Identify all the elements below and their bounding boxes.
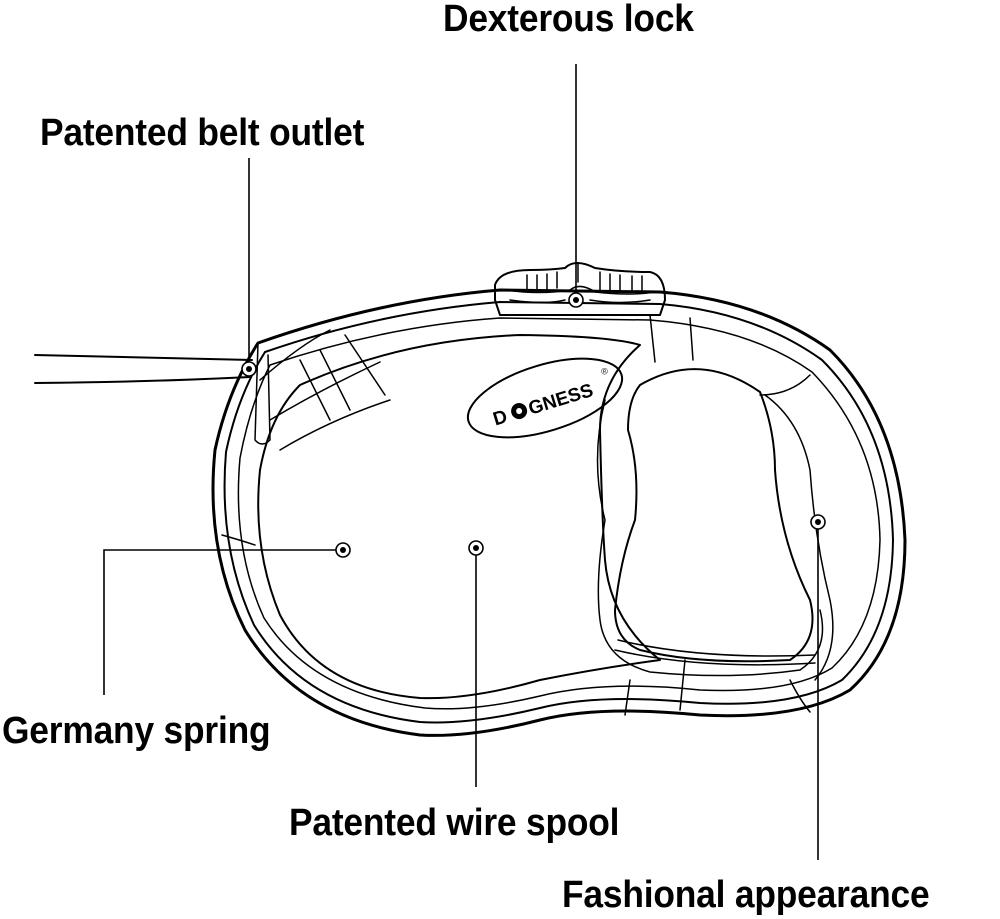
label-patented-belt-outlet: Patented belt outlet bbox=[40, 112, 365, 154]
leash-body bbox=[211, 288, 907, 737]
callout-patented-wire-spool bbox=[468, 540, 484, 787]
registered-mark: ® bbox=[600, 365, 610, 377]
lock-button bbox=[494, 262, 666, 316]
callout-dexterous-lock bbox=[568, 64, 584, 308]
callout-patented-belt-outlet bbox=[241, 158, 257, 377]
leash-handle bbox=[596, 314, 834, 681]
label-dexterous-lock: Dexterous lock bbox=[443, 0, 694, 40]
label-fashional-appearance: Fashional appearance bbox=[562, 874, 930, 916]
label-patented-wire-spool: Patented wire spool bbox=[289, 802, 620, 844]
logo-letters: GNESS bbox=[526, 380, 596, 420]
label-germany-spring: Germany spring bbox=[2, 710, 271, 752]
callout-fashional-appearance bbox=[810, 514, 826, 860]
leash-belt bbox=[34, 354, 253, 384]
callout-germany-spring bbox=[103, 542, 351, 695]
logo-letter-d: D bbox=[491, 406, 510, 430]
